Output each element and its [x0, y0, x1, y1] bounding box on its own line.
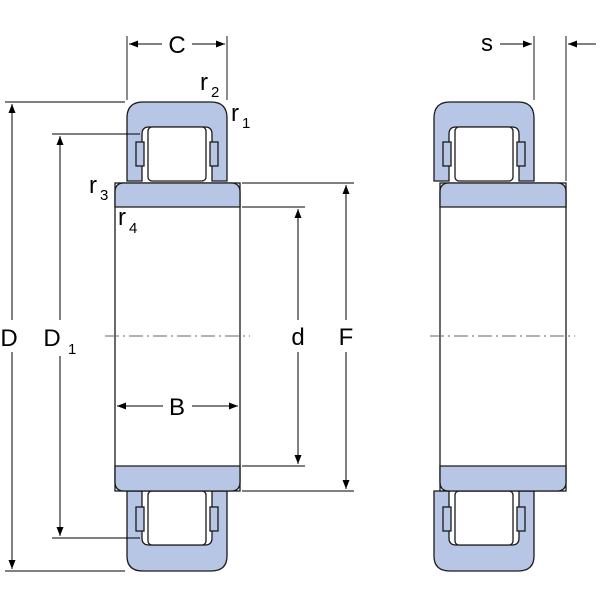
right-inner-ring-bottom-band	[439, 465, 567, 492]
label-F: F	[339, 324, 354, 351]
right-top-roller	[454, 126, 514, 182]
label-s: s	[481, 30, 493, 57]
label-r4: r	[118, 204, 126, 231]
right-bottom-cage-right	[516, 506, 526, 532]
bottom-cage-left	[135, 506, 145, 532]
top-roller	[147, 126, 207, 182]
label-r2: r	[200, 69, 208, 96]
inner-ring-top-band	[114, 182, 241, 208]
label-C: C	[168, 32, 185, 59]
bottom-cage-right	[209, 506, 219, 532]
right-inner-ring-top-band	[439, 182, 567, 208]
top-outer-ring	[126, 101, 228, 182]
right-section-view	[433, 101, 567, 572]
right-top-cage-left	[442, 141, 452, 167]
right-top-outer-ring	[433, 101, 535, 182]
label-d: d	[291, 324, 304, 351]
right-bottom-cage-left	[442, 506, 452, 532]
extension-lines	[5, 36, 567, 572]
right-top-cage-right	[516, 141, 526, 167]
label-B: B	[169, 394, 185, 421]
right-bottom-outer-ring	[433, 490, 535, 572]
label-r1-sub: 1	[242, 115, 250, 132]
label-r1: r	[231, 100, 239, 127]
label-r3: r	[89, 172, 97, 199]
inner-ring-bottom-band	[114, 465, 241, 492]
right-inner-ring-body	[439, 182, 567, 492]
label-r2-sub: 2	[211, 84, 219, 101]
label-D1: D	[43, 325, 60, 352]
inner-ring-body	[114, 182, 241, 492]
bottom-roller	[147, 490, 207, 546]
label-r3-sub: 3	[100, 187, 108, 204]
top-cage-right	[209, 141, 219, 167]
top-cage-left	[135, 141, 145, 167]
bottom-outer-ring	[126, 490, 228, 572]
label-r4-sub: 4	[129, 220, 137, 237]
left-section-view	[114, 101, 241, 572]
label-D1-sub: 1	[68, 341, 76, 358]
label-D: D	[0, 325, 17, 352]
dimension-lines	[8, 40, 596, 569]
right-bottom-roller	[454, 490, 514, 546]
